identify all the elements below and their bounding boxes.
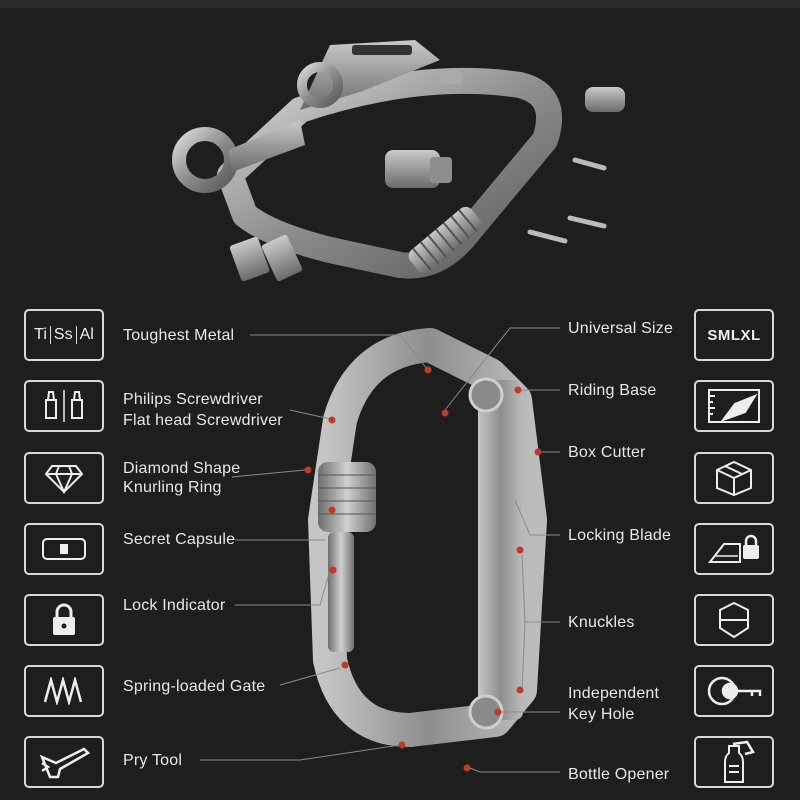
icon-text-smlxl: SMLXL xyxy=(707,326,761,344)
label-toughest-metal: Toughest Metal xyxy=(123,327,235,344)
bottle-icon xyxy=(694,736,774,788)
label-key-hole: Key Hole xyxy=(568,706,635,723)
label-spring-loaded-gate: Spring-loaded Gate xyxy=(123,678,266,695)
label-philips-screwdriver: Philips Screwdriver xyxy=(123,391,263,408)
shield-icon xyxy=(694,594,774,646)
icon-text-ss: Ss xyxy=(51,326,77,344)
screwdriver-icon xyxy=(24,380,104,432)
label-lock-indicator: Lock Indicator xyxy=(123,597,226,614)
capsule-icon xyxy=(24,523,104,575)
tissal-icon: Ti Ss Al xyxy=(24,309,104,361)
label-independent: Independent xyxy=(568,685,660,702)
carabiner-diagram xyxy=(200,327,560,773)
key-icon xyxy=(694,665,774,717)
icon-text-ti: Ti xyxy=(31,326,51,344)
label-flat-head-screwdriver: Flat head Screwdriver xyxy=(123,412,283,429)
label-diamond-shape: Diamond Shape xyxy=(123,460,241,477)
spring-icon xyxy=(24,665,104,717)
icon-text-al: Al xyxy=(79,326,94,343)
label-pry-tool: Pry Tool xyxy=(123,752,183,769)
blade-lock-icon xyxy=(694,523,774,575)
ruler-blade-icon xyxy=(694,380,774,432)
label-universal-size: Universal Size xyxy=(568,320,674,337)
diamond-icon xyxy=(24,452,104,504)
padlock-icon xyxy=(24,594,104,646)
label-box-cutter: Box Cutter xyxy=(568,444,646,461)
label-locking-blade: Locking Blade xyxy=(568,527,672,544)
exploded-view-illustration xyxy=(0,0,800,282)
label-secret-capsule: Secret Capsule xyxy=(123,531,236,548)
label-bottle-opener: Bottle Opener xyxy=(568,766,670,783)
label-riding-base: Riding Base xyxy=(568,382,657,399)
label-knuckles: Knuckles xyxy=(568,614,635,631)
label-knurling-ring: Knurling Ring xyxy=(123,479,222,496)
size-icon: SMLXL xyxy=(694,309,774,361)
box-icon xyxy=(694,452,774,504)
pry-tool-icon xyxy=(24,736,104,788)
